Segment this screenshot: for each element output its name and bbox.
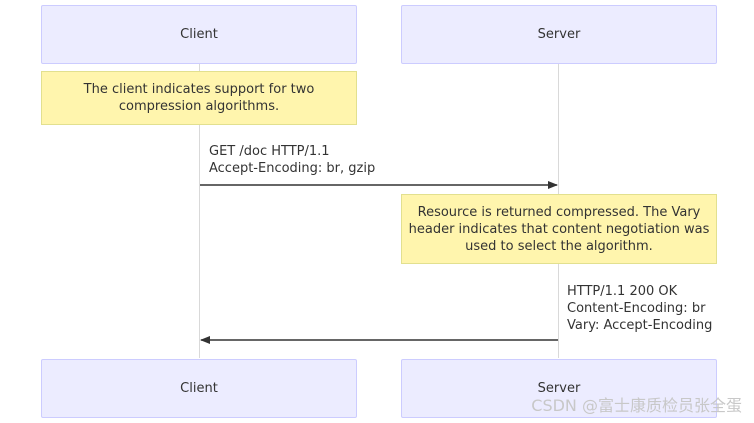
client-lifeline [199, 64, 200, 358]
server-note: Resource is returned compressed. The Var… [401, 194, 717, 264]
watermark-text: CSDN @富士康质检员张全蛋 [531, 396, 742, 415]
server-actor-bottom-label: Server [537, 381, 581, 396]
client-actor-bottom: Client [41, 359, 357, 418]
server-actor-top: Server [401, 5, 717, 64]
server-actor-bottom: Server [401, 359, 717, 418]
server-note-text: Resource is returned compressed. The Var… [408, 204, 710, 254]
request-message-text: GET /doc HTTP/1.1 Accept-Encoding: br, g… [209, 144, 376, 176]
server-actor-top-label: Server [537, 27, 581, 42]
response-message-text: HTTP/1.1 200 OK Content-Encoding: br Var… [567, 284, 713, 333]
client-note: The client indicates support for two com… [41, 71, 357, 125]
client-note-text: The client indicates support for two com… [83, 82, 315, 114]
client-actor-top: Client [41, 5, 357, 64]
client-actor-top-label: Client [180, 27, 218, 42]
client-actor-bottom-label: Client [180, 381, 218, 396]
